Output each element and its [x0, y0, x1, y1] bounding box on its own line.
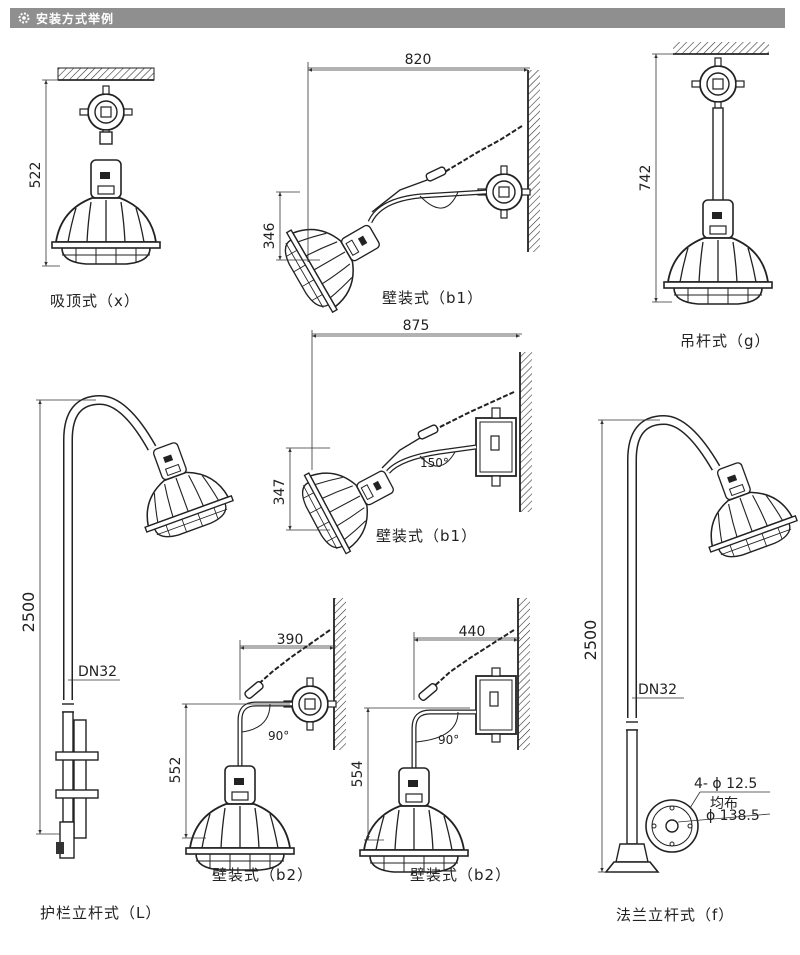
- guardrail-pipe-label: DN32: [78, 664, 117, 680]
- wall-b2-right-width-dim: 440: [459, 624, 486, 640]
- wall-b1-mid-angle: 150°: [420, 456, 449, 470]
- caption-pendant: 吊杆式（g）: [680, 332, 771, 350]
- section-title: 安装方式举例: [36, 11, 115, 26]
- guardrail-height-dim: 2500: [19, 592, 38, 633]
- caption-flange: 法兰立杆式（f）: [616, 906, 735, 924]
- wall-b2-left-height-dim: 552: [168, 757, 184, 784]
- flange-dia-label: ϕ 138.5: [706, 808, 760, 824]
- flange-holes-label: 4- ϕ 12.5: [694, 776, 757, 792]
- guardrail-pole-diagram: 2500 DN32: [19, 394, 239, 859]
- flange-pole-diagram: 2500 DN32 4- ϕ 12.5 均布 ϕ 138.5: [581, 414, 800, 873]
- wall-b1-top-height-dim: 346: [262, 223, 278, 250]
- caption-guardrail: 护栏立杆式（L）: [40, 904, 162, 922]
- wall-b1-mid-height-dim: 347: [272, 479, 288, 506]
- wall-b2-left-angle: 90°: [268, 729, 289, 743]
- wall-b2-right-height-dim: 554: [350, 761, 366, 788]
- wall-b2-right-angle: 90°: [438, 733, 459, 747]
- caption-wall-b2-left: 壁装式（b2）: [212, 866, 314, 884]
- wall-b2-left-width-dim: 390: [277, 632, 304, 648]
- wall-b2-right-diagram: 90° 440 554: [350, 598, 530, 873]
- caption-wall-b2-right: 壁装式（b2）: [410, 866, 512, 884]
- wall-b1-mid-width-dim: 875: [403, 318, 430, 334]
- gear-icon: [18, 12, 30, 24]
- flange-height-dim: 2500: [581, 620, 600, 661]
- ceiling-mount-diagram: 522: [28, 67, 161, 267]
- pendant-diagram: 742: [638, 42, 773, 305]
- caption-wall-b1-mid: 壁装式（b1）: [376, 527, 478, 545]
- caption-ceiling: 吸顶式（x）: [50, 292, 140, 310]
- wall-b1-top-diagram: 820 346: [262, 52, 540, 320]
- wall-b1-mid-diagram: 150° 875 347: [272, 318, 532, 561]
- caption-wall-b1-top: 壁装式（b1）: [382, 289, 484, 307]
- flange-pipe-label: DN32: [638, 682, 677, 698]
- wall-b2-left-diagram: 90° 390 552: [168, 598, 346, 871]
- flange-even-label: 均布: [710, 796, 738, 812]
- section-header: 安装方式举例: [10, 8, 785, 28]
- pendant-height-dim: 742: [638, 165, 654, 192]
- ceiling-height-dim: 522: [28, 162, 44, 189]
- wall-b1-top-width-dim: 820: [405, 52, 432, 68]
